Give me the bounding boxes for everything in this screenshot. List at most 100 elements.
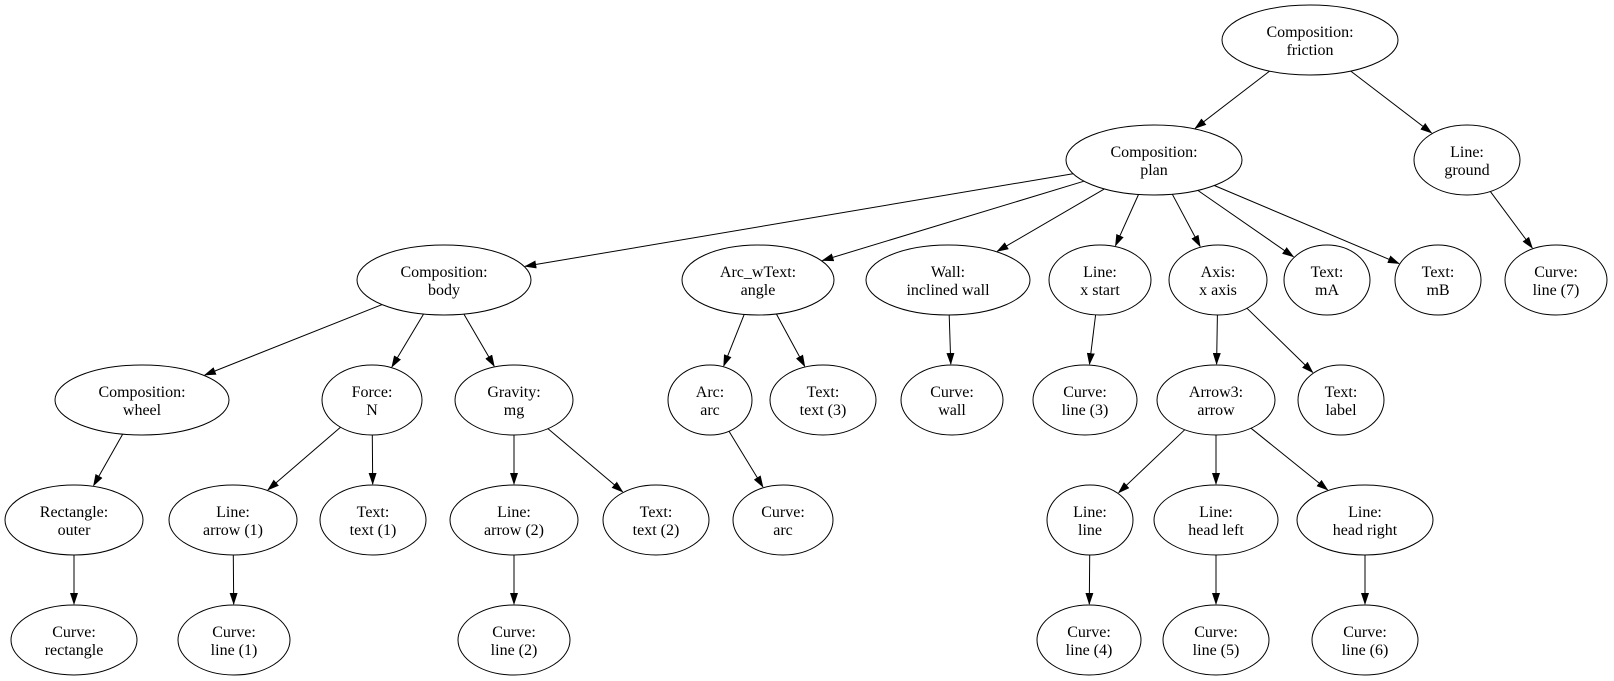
node-ellipse-wheel (54, 364, 230, 436)
node-label-name-arc: arc (700, 402, 720, 419)
node-label-name-wall: inclined wall (906, 282, 990, 299)
node-ellipse-mB (1394, 244, 1482, 316)
node-label-name-text1: text (1) (350, 522, 397, 539)
node-label-type-N: Force: (352, 384, 393, 401)
node-ellipse-text3 (769, 364, 877, 436)
node-label-type-xstart: Line: (1083, 264, 1117, 281)
node-xaxis: Axis:x axis (1168, 244, 1268, 316)
node-ellipse-outer (4, 484, 144, 556)
node-label-type-line3: Curve: (1063, 384, 1107, 401)
node-label-type-arrow3: Arrow3: (1189, 384, 1243, 401)
node-ellipse-line7 (1504, 244, 1608, 316)
node-label-name-line7: line (7) (1533, 282, 1580, 299)
node-ellipse-arrow3 (1156, 364, 1276, 436)
node-ellipse-line1 (177, 604, 291, 676)
node-mB: Text:mB (1394, 244, 1482, 316)
node-line6: Curve:line (6) (1311, 604, 1419, 676)
node-label-type-arrow2: Line: (497, 504, 531, 521)
node-label-type-line7: Curve: (1534, 264, 1578, 281)
node-label-type-line5: Curve: (1194, 624, 1238, 641)
node-line4: Curve:line (4) (1036, 604, 1142, 676)
node-line: Line:line (1046, 484, 1134, 556)
node-line7: Curve:line (7) (1504, 244, 1608, 316)
node-label-type-headright: Line: (1348, 504, 1382, 521)
node-ellipse-xstart (1048, 244, 1152, 316)
node-text2: Text:text (2) (602, 484, 710, 556)
node-ellipse-N (321, 364, 423, 436)
node-arrow1: Line:arrow (1) (168, 484, 298, 556)
node-ellipse-line3 (1032, 364, 1138, 436)
edge-ground-to-line7 (1489, 191, 1533, 249)
node-label-type-xaxis: Axis: (1201, 264, 1236, 281)
edge-friction-to-plan (1194, 70, 1270, 129)
node-label-type-friction: Composition: (1266, 24, 1353, 41)
node-ellipse-angle (681, 244, 835, 316)
node-arc: Arc:arc (667, 364, 753, 436)
node-label-name-text2: text (2) (633, 522, 680, 539)
node-ellipse-friction (1221, 4, 1399, 76)
node-label-type-line2: Curve: (492, 624, 536, 641)
node-label-name-line3: line (3) (1062, 402, 1109, 419)
node-label-name-angle: angle (741, 282, 776, 299)
edge-plan-to-xaxis (1171, 193, 1201, 248)
node-label-type-curvewall: Curve: (930, 384, 974, 401)
edge-body-to-wheel (203, 304, 383, 376)
node-label-type-text2: Text: (640, 504, 673, 521)
node-label-name-curvearc: arc (773, 522, 793, 539)
node-label-type-line: Line: (1073, 504, 1107, 521)
edge-arrow3-to-line (1117, 429, 1186, 494)
edge-plan-to-mB (1214, 185, 1400, 264)
node-label-name-line: line (1078, 522, 1102, 539)
node-line1: Curve:line (1) (177, 604, 291, 676)
node-plan: Composition:plan (1065, 124, 1243, 196)
node-curvearc: Curve:arc (732, 484, 834, 556)
node-label-name-headright: head right (1333, 522, 1398, 539)
node-label-type-arrow1: Line: (216, 504, 250, 521)
edge-xaxis-to-arrow3 (1212, 314, 1221, 365)
node-angle: Arc_wText:angle (681, 244, 835, 316)
node-ellipse-line4 (1036, 604, 1142, 676)
node-friction: Composition:friction (1221, 4, 1399, 76)
node-headleft: Line:head left (1153, 484, 1279, 556)
node-label-name-xaxis: x axis (1199, 282, 1237, 299)
node-label-name-line6: line (6) (1342, 642, 1389, 659)
node-label-type-mg: Gravity: (487, 384, 540, 401)
node-label-name-plan: plan (1140, 162, 1168, 179)
node-label-type-angle: Arc_wText: (720, 264, 796, 281)
node-curvewall: Curve:wall (900, 364, 1004, 436)
node-label-name-mg: mg (504, 402, 524, 419)
node-label-type-headleft: Line: (1199, 504, 1233, 521)
edge-N-to-arrow1 (267, 426, 341, 491)
node-label-name-body: body (428, 282, 460, 299)
node-label-type-line6: Curve: (1343, 624, 1387, 641)
node-headright: Line:head right (1296, 484, 1434, 556)
node-ellipse-line5 (1162, 604, 1270, 676)
node-label-type-line1: Curve: (212, 624, 256, 641)
node-line2: Curve:line (2) (457, 604, 571, 676)
node-ellipse-mA (1283, 244, 1371, 316)
node-ellipse-body (356, 244, 532, 316)
node-label: Text:label (1297, 364, 1385, 436)
node-label-name-text3: text (3) (800, 402, 847, 419)
edge-arrow3-to-headright (1250, 427, 1329, 491)
node-label-name-xstart: x start (1080, 282, 1120, 299)
node-label-name-arrow1: arrow (1) (203, 522, 263, 539)
node-ellipse-arrow1 (168, 484, 298, 556)
edge-body-to-N (391, 313, 425, 368)
node-ellipse-text2 (602, 484, 710, 556)
node-ellipse-headleft (1153, 484, 1279, 556)
node-label-type-arc: Arc: (696, 384, 724, 401)
node-label-type-plan: Composition: (1110, 144, 1197, 161)
edge-wheel-to-outer (93, 433, 124, 487)
node-ellipse-line (1046, 484, 1134, 556)
node-label-name-arrow2: arrow (2) (484, 522, 544, 539)
node-label-name-friction: friction (1286, 42, 1333, 59)
node-outer: Rectangle:outer (4, 484, 144, 556)
node-N: Force:N (321, 364, 423, 436)
node-label-type-wheel: Composition: (98, 384, 185, 401)
node-text1: Text:text (1) (319, 484, 427, 556)
edge-mg-to-text2 (547, 428, 624, 493)
node-ellipse-ground (1413, 124, 1521, 196)
edge-plan-to-body (524, 173, 1074, 269)
edge-angle-to-arc (723, 314, 745, 367)
